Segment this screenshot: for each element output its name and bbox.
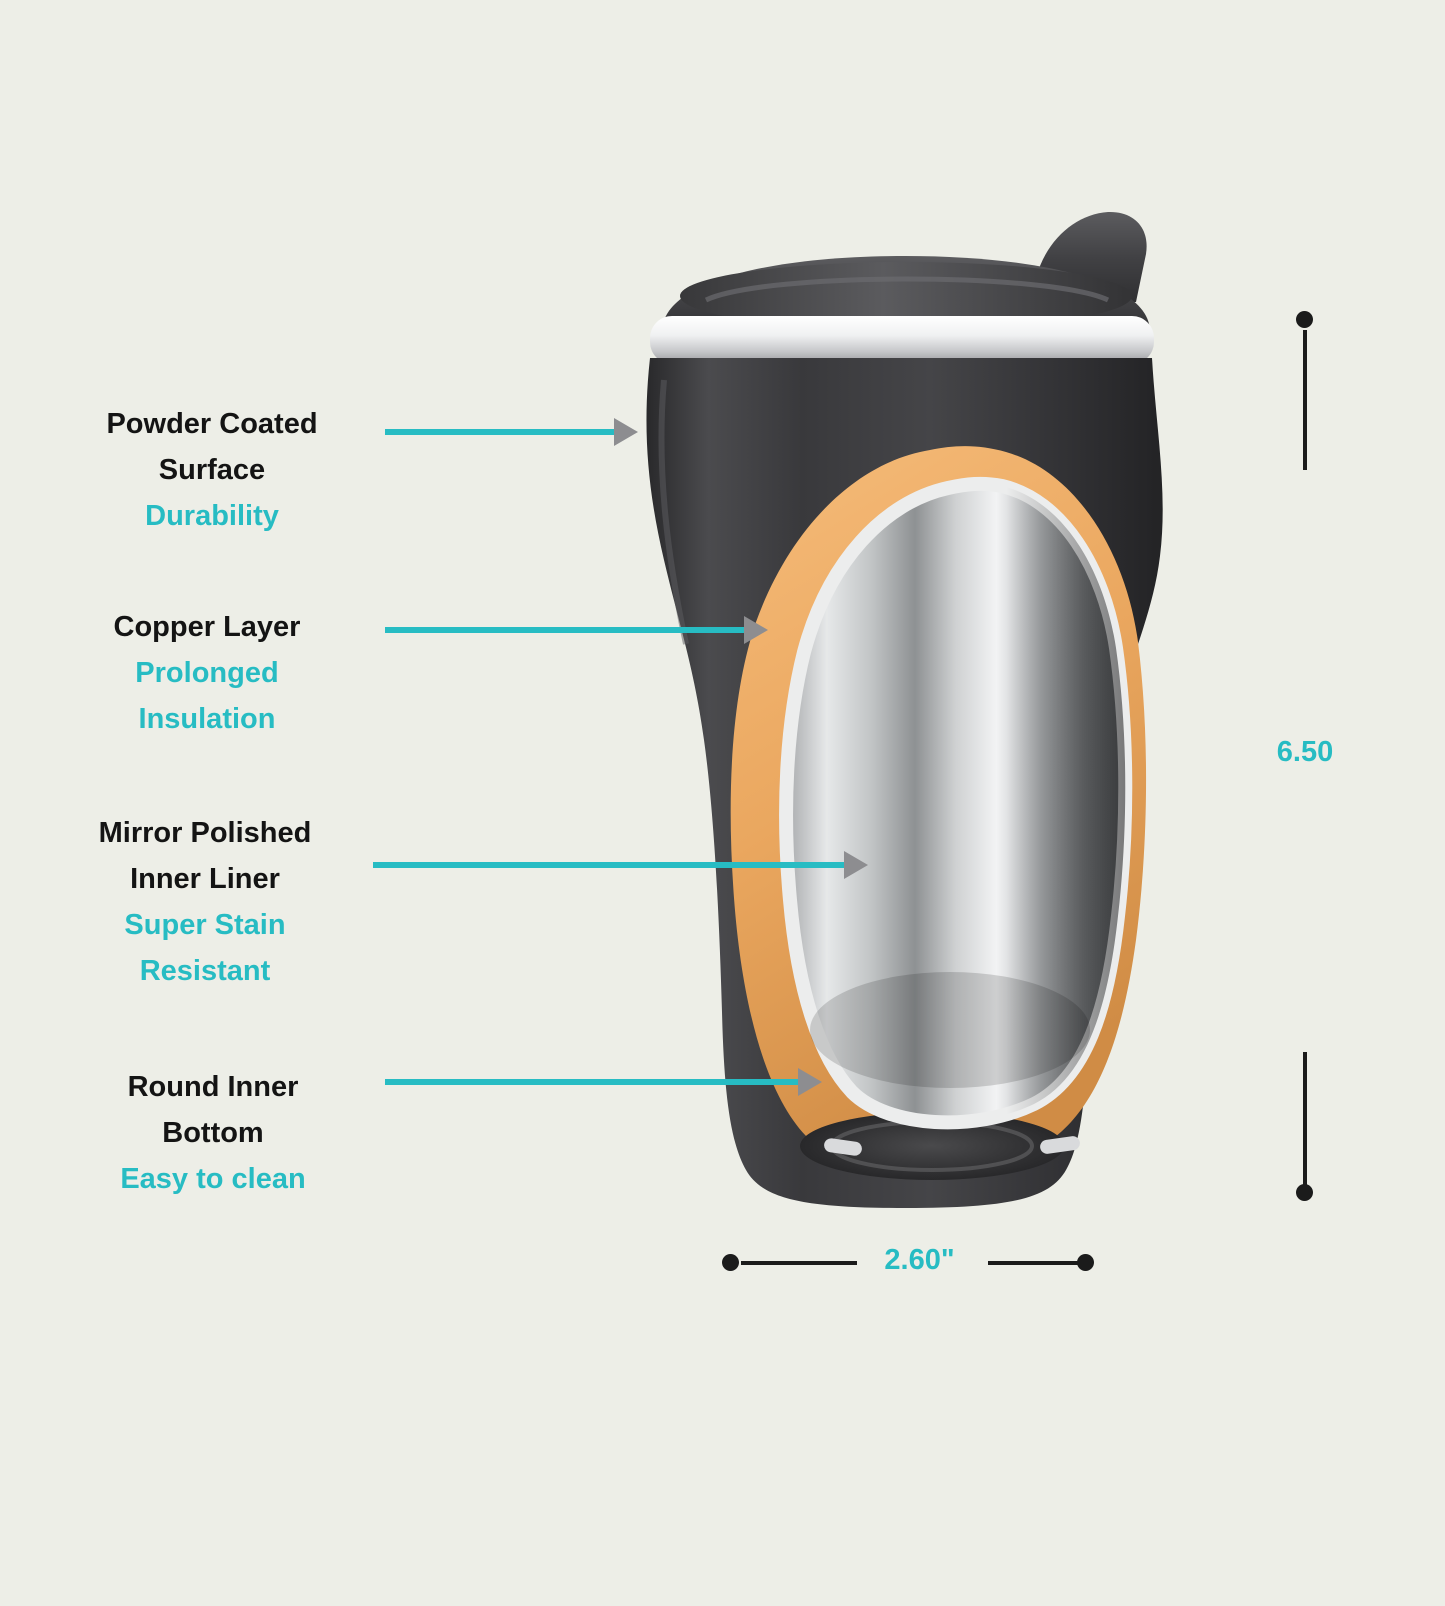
- lid-top-highlight: [704, 276, 1110, 303]
- feature-benefit: Easy to clean: [120, 1163, 306, 1195]
- arrowhead-icon: [844, 851, 868, 879]
- arrow-line: [373, 862, 848, 868]
- feature-title: Mirror Polished Inner Liner: [98, 817, 312, 895]
- feature-label-mirror-polished-inner-liner: Mirror Polished Inner Liner Super Stain …: [75, 810, 335, 994]
- width-dimension-line-left: [741, 1261, 857, 1265]
- arrow-line: [385, 1079, 802, 1085]
- arrowhead-icon: [744, 616, 768, 644]
- feature-label-powder-coated-surface: Powder Coated Surface Durability: [82, 401, 342, 539]
- height-dimension-bottom-endpoint: [1296, 1184, 1313, 1201]
- arrowhead-icon: [614, 418, 638, 446]
- arrow-round-inner-bottom: [385, 1068, 822, 1096]
- arrow-copper-layer: [385, 616, 768, 644]
- arrow-mirror-polished-inner-liner: [373, 851, 868, 879]
- width-dimension-right-endpoint: [1077, 1254, 1094, 1271]
- base-clip-left: [824, 1138, 862, 1156]
- arrow-line: [385, 627, 748, 633]
- stainless-band: [650, 316, 1154, 364]
- arrow-powder-coated-surface: [385, 418, 638, 446]
- cutaway-section: [730, 446, 1147, 1180]
- feature-benefit: Super Stain Resistant: [124, 909, 286, 987]
- width-dimension-line-right: [988, 1261, 1078, 1265]
- height-dimension-value: 6.50: [1276, 736, 1334, 768]
- height-dimension-line-bottom: [1303, 1052, 1307, 1186]
- feature-label-copper-layer: Copper Layer Prolonged Insulation: [77, 604, 337, 742]
- arrowhead-icon: [798, 1068, 822, 1096]
- feature-benefit: Durability: [145, 500, 279, 532]
- inner-liner-shade: [786, 483, 1126, 1123]
- width-dimension-value: 2.60": [884, 1244, 955, 1276]
- width-dimension-left-endpoint: [722, 1254, 739, 1271]
- feature-label-round-inner-bottom: Round Inner Bottom Easy to clean: [93, 1064, 333, 1202]
- lid-top-face: [680, 262, 1132, 330]
- arrow-line: [385, 429, 618, 435]
- height-dimension-top-endpoint: [1296, 311, 1313, 328]
- height-dimension-line-top: [1303, 330, 1307, 470]
- feature-title: Round Inner Bottom: [127, 1071, 299, 1149]
- inner-liner-bottom-shadow: [810, 972, 1090, 1088]
- feature-title: Powder Coated Surface: [106, 408, 318, 486]
- body-edge-highlight: [658, 379, 689, 645]
- feature-benefit: Prolonged Insulation: [135, 657, 279, 735]
- feature-title: Copper Layer: [113, 611, 301, 643]
- base-clip-right: [1040, 1136, 1080, 1154]
